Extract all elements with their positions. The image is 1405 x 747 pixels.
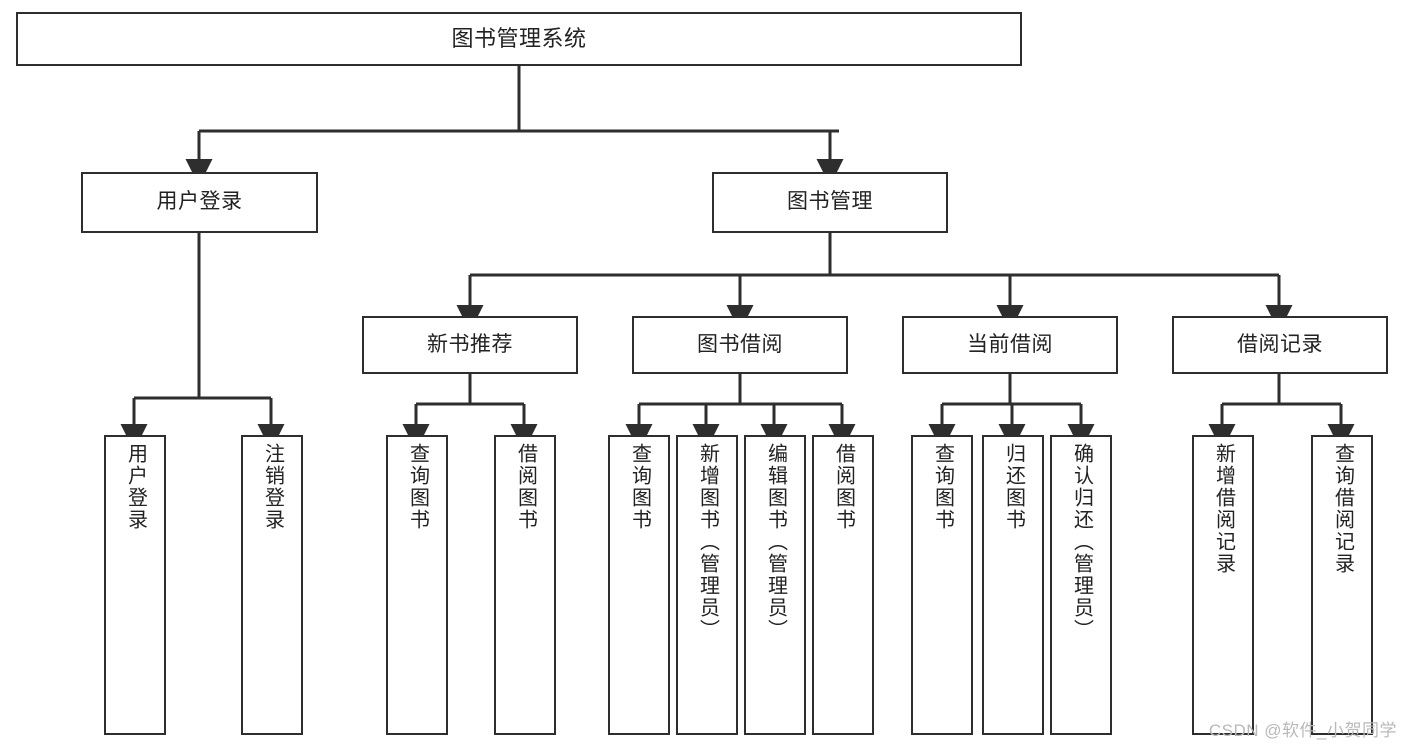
node-root-book-management-system[interactable]: 图书管理系统: [16, 12, 1022, 66]
leaf-book-borrow-borrow-book[interactable]: 借阅图书: [812, 435, 874, 735]
node-label: 借阅图书: [832, 443, 855, 531]
node-label: 图书管理系统: [451, 26, 587, 52]
node-book-management[interactable]: 图书管理: [712, 172, 948, 233]
node-label: 借阅记录: [1237, 332, 1323, 356]
leaf-new-book-borrow-book[interactable]: 借阅图书: [494, 435, 556, 735]
leaf-book-borrow-add-book-admin[interactable]: 新增图书（管理员）: [676, 435, 738, 735]
node-borrow-record[interactable]: 借阅记录: [1172, 316, 1388, 374]
node-label: 查询借阅记录: [1331, 443, 1354, 575]
watermark-csdn: CSDN @软件_小贺同学: [1208, 721, 1397, 740]
node-label: 归还图书: [1002, 443, 1025, 531]
node-current-borrow[interactable]: 当前借阅: [902, 316, 1118, 374]
leaf-book-borrow-edit-book-admin[interactable]: 编辑图书（管理员）: [744, 435, 806, 735]
node-label: 用户登录: [156, 190, 243, 214]
leaf-current-borrow-return-book[interactable]: 归还图书: [982, 435, 1044, 735]
leaf-user-login-login[interactable]: 用户登录: [104, 435, 166, 735]
node-book-borrow[interactable]: 图书借阅: [632, 316, 848, 374]
node-label: 编辑图书（管理员）: [764, 443, 787, 641]
leaf-current-borrow-query-book[interactable]: 查询图书: [911, 435, 973, 735]
leaf-book-borrow-query-book[interactable]: 查询图书: [608, 435, 670, 735]
leaf-user-login-logout[interactable]: 注销登录: [241, 435, 303, 735]
node-label: 当前借阅: [967, 332, 1053, 356]
node-label: 注销登录: [261, 443, 284, 531]
node-label: 查询图书: [628, 443, 651, 531]
node-label: 新增借阅记录: [1212, 443, 1235, 575]
leaf-borrow-record-add-record[interactable]: 新增借阅记录: [1192, 435, 1254, 735]
node-label: 确认归还（管理员）: [1070, 443, 1093, 641]
node-label: 新书推荐: [427, 332, 513, 356]
node-label: 新增图书（管理员）: [696, 443, 719, 641]
leaf-current-borrow-confirm-return-admin[interactable]: 确认归还（管理员）: [1050, 435, 1112, 735]
node-label: 查询图书: [931, 443, 954, 531]
node-label: 借阅图书: [514, 443, 537, 531]
leaf-borrow-record-query-record[interactable]: 查询借阅记录: [1311, 435, 1373, 735]
node-label: 图书管理: [787, 190, 873, 214]
node-label: 图书借阅: [697, 332, 783, 356]
node-label: 用户登录: [124, 443, 147, 531]
node-label: 查询图书: [406, 443, 429, 531]
node-user-login[interactable]: 用户登录: [81, 172, 318, 233]
leaf-new-book-query-book[interactable]: 查询图书: [386, 435, 448, 735]
node-new-book-recommend[interactable]: 新书推荐: [362, 316, 578, 374]
